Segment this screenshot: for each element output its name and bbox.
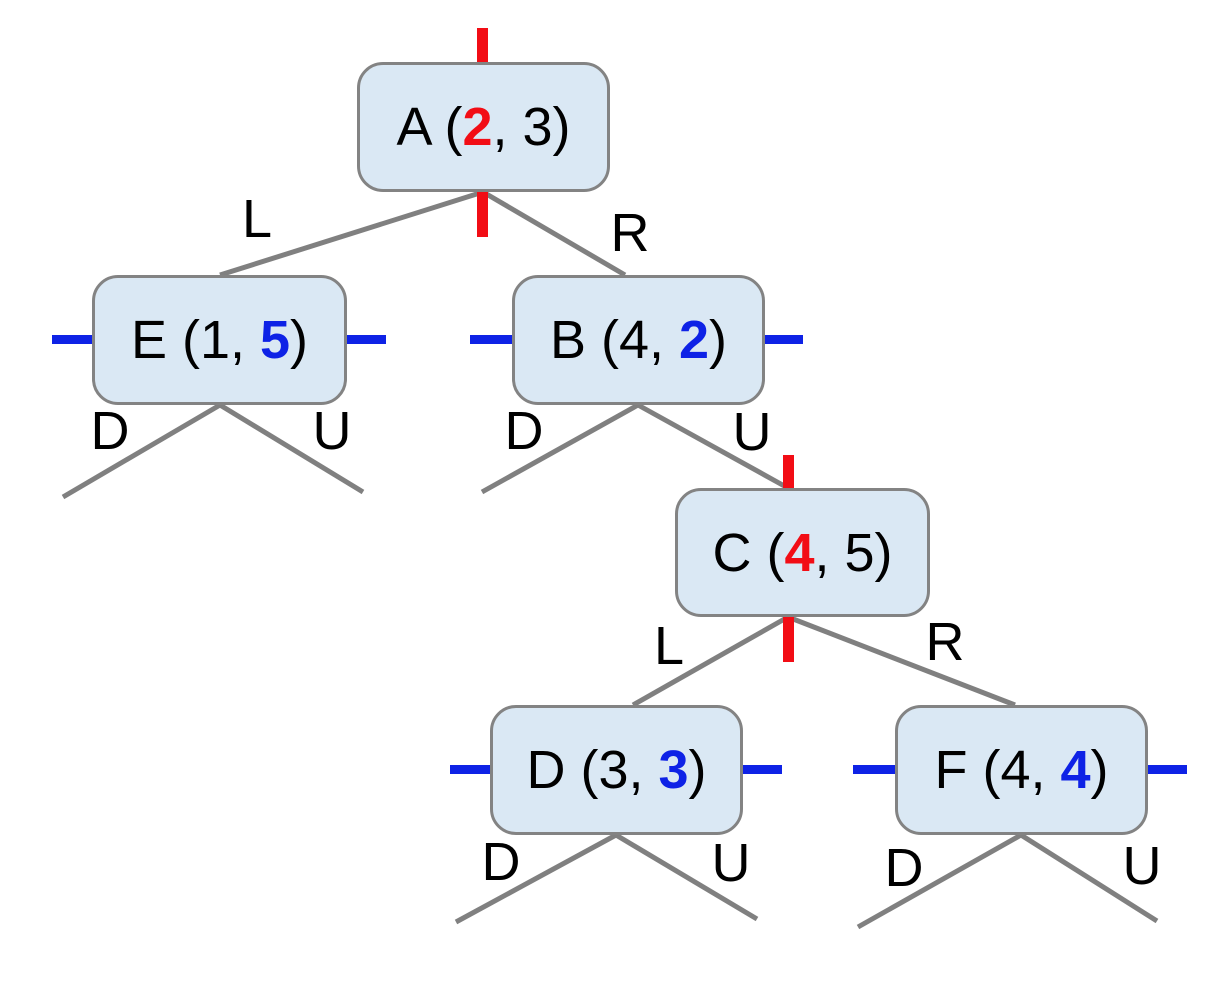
node-C-text-post: , 5): [814, 522, 893, 583]
edge-label-E-up: U: [312, 401, 352, 461]
node-F-text-post: ): [1090, 740, 1109, 800]
edge-stub-F-down: [856, 832, 1023, 930]
edge-label-C-left: L: [653, 616, 685, 676]
node-B-label: B (4, 2): [550, 313, 727, 367]
node-B-text-pre: B (4,: [549, 310, 679, 370]
edge-stub-E-up: [218, 402, 365, 495]
x-split-dash-below-A: [477, 192, 488, 237]
y-split-dash-left-F: [853, 765, 895, 774]
tree-node-B: B (4, 2): [512, 275, 765, 405]
edge-C-to-D: [631, 614, 790, 708]
edge-A-to-B: [481, 189, 627, 278]
edge-label-B-up: U: [732, 402, 772, 462]
node-E-text-pre: E (1,: [130, 310, 260, 370]
node-C-text-pre: C (: [712, 522, 785, 583]
edge-stub-D-down: [454, 832, 618, 925]
y-split-dash-right-D: [743, 765, 782, 774]
y-split-dash-left-E: [52, 335, 92, 344]
node-C-split-value: 4: [784, 522, 815, 583]
node-D-text-pre: D (3,: [526, 740, 659, 800]
node-E-label: E (1, 5): [131, 313, 308, 367]
node-B-split-value: 2: [679, 310, 710, 370]
y-split-dash-left-D: [450, 765, 490, 774]
tree-node-F: F (4, 4): [895, 705, 1148, 835]
tree-node-E: E (1, 5): [92, 275, 347, 405]
node-A-text-post: , 3): [492, 97, 571, 157]
node-D-split-value: 3: [658, 740, 689, 800]
node-C-label: C (4, 5): [712, 526, 892, 580]
x-split-dash-below-C: [783, 617, 794, 662]
node-B-text-post: ): [709, 310, 728, 370]
tree-node-C: C (4, 5): [675, 488, 930, 617]
edge-label-F-down: D: [884, 838, 924, 898]
edge-stub-F-up: [1019, 832, 1159, 924]
edge-label-B-down: D: [504, 401, 544, 461]
edge-stub-E-down: [61, 402, 222, 500]
edge-label-E-down: D: [90, 401, 130, 461]
edge-stub-D-up: [614, 832, 759, 922]
x-split-dash-above-C: [783, 455, 794, 488]
edge-B-to-C: [636, 402, 790, 491]
node-A-split-value: 2: [462, 97, 493, 157]
y-split-dash-right-F: [1148, 765, 1187, 774]
edge-label-C-right: R: [925, 612, 965, 672]
node-F-text-pre: F (4,: [934, 740, 1061, 800]
node-F-label: F (4, 4): [934, 743, 1108, 797]
edge-C-to-F: [787, 614, 1016, 708]
node-E-text-post: ): [290, 310, 309, 370]
node-E-split-value: 5: [260, 310, 291, 370]
edge-label-F-up: U: [1122, 836, 1162, 896]
node-D-label: D (3, 3): [526, 743, 706, 797]
edge-A-to-E: [219, 189, 484, 278]
edge-stub-B-down: [480, 402, 640, 495]
edge-label-D-up: U: [711, 833, 751, 893]
tree-node-A: A (2, 3): [357, 62, 610, 192]
tree-node-D: D (3, 3): [490, 705, 743, 835]
node-D-text-post: ): [688, 740, 707, 800]
edge-label-A-left: L: [241, 189, 273, 249]
edge-label-A-right: R: [610, 203, 650, 263]
node-A-label: A (2, 3): [396, 100, 570, 154]
node-F-split-value: 4: [1060, 740, 1091, 800]
edge-label-D-down: D: [481, 832, 521, 892]
y-split-dash-left-B: [470, 335, 512, 344]
x-split-dash-above-A: [477, 28, 488, 62]
node-A-text-pre: A (: [396, 97, 463, 157]
y-split-dash-right-E: [347, 335, 386, 344]
y-split-dash-right-B: [765, 335, 803, 344]
